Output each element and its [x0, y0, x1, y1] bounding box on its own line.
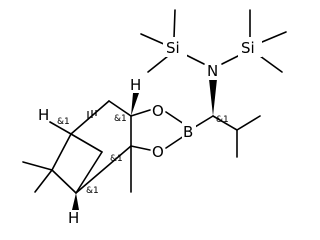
- atom-nitrogen: N: [207, 62, 218, 80]
- bond: [70, 100, 110, 135]
- bond: [147, 55, 169, 73]
- bond: [75, 145, 132, 194]
- bond: [165, 135, 185, 149]
- bond: [140, 33, 167, 46]
- atom-si-right: Si: [241, 39, 255, 57]
- atom-si-left: Si: [166, 39, 180, 57]
- stereo-label: &1: [216, 115, 229, 125]
- wedge-bond: [209, 79, 217, 116]
- atom-oxygen-bottom: O: [152, 143, 164, 161]
- atom-oxygen-top: O: [152, 102, 164, 120]
- wedge-bonds: [72, 79, 217, 210]
- bond-lines: [22, 9, 287, 194]
- stereo-label: &1: [57, 117, 70, 127]
- stereo-label: &1: [110, 154, 123, 164]
- bond: [212, 115, 238, 131]
- bond: [70, 133, 103, 153]
- hashed-bond: [87, 110, 97, 120]
- bond: [108, 100, 132, 117]
- stereo-label: &1: [114, 114, 127, 124]
- bond: [22, 161, 53, 171]
- atom-boron: B: [183, 123, 193, 141]
- stereo-label: &1: [86, 186, 99, 196]
- chemical-structure-diagram: Si Si N O O B H H H &1 &1 &1 &1 &1: [22, 9, 287, 227]
- bond: [236, 115, 261, 131]
- bond: [259, 55, 283, 73]
- wedge-bond: [72, 193, 79, 210]
- bond: [49, 121, 72, 135]
- bond: [130, 145, 151, 151]
- stereo-labels: &1 &1 &1 &1 &1: [57, 114, 229, 196]
- atom-hydrogen-bottom: H: [68, 209, 79, 227]
- bond: [34, 169, 53, 193]
- molecule-drawing: Si Si N O O B H H H &1 &1 &1 &1 &1: [22, 9, 287, 227]
- atom-hydrogen-top: H: [130, 76, 141, 94]
- bond: [130, 109, 151, 117]
- bond: [51, 169, 77, 194]
- bond: [75, 151, 103, 194]
- bond: [183, 53, 205, 65]
- bond: [261, 31, 287, 43]
- wedge-bond: [131, 93, 139, 116]
- bond: [51, 133, 72, 171]
- bond: [173, 9, 176, 39]
- bond: [165, 111, 185, 125]
- atom-hydrogen-left: H: [38, 106, 49, 124]
- atom-labels: Si Si N O O B H H H: [38, 37, 262, 227]
